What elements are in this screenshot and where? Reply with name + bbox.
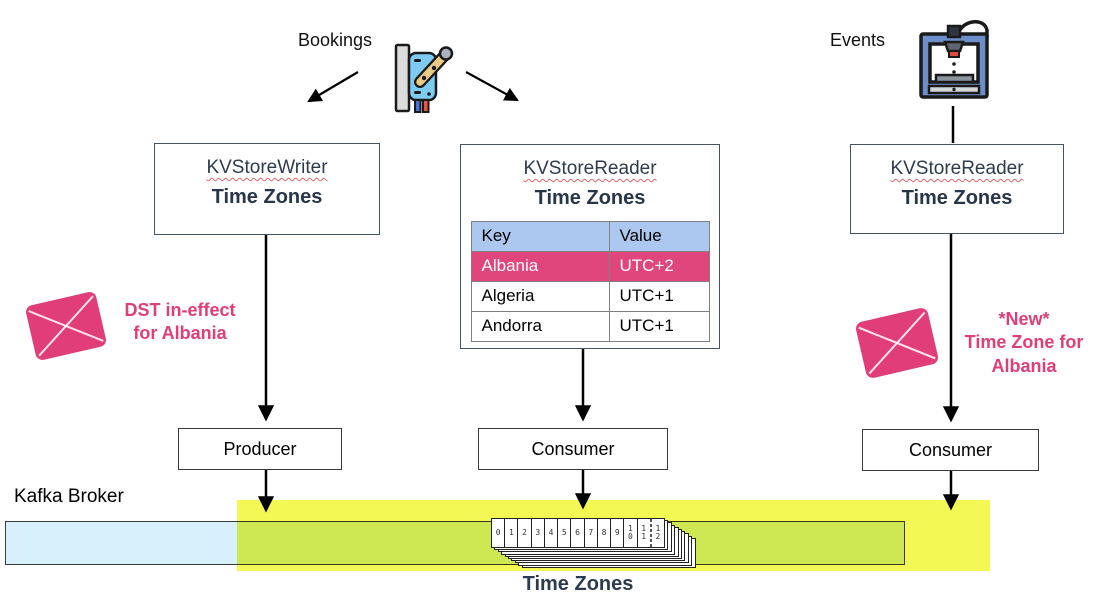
- table-row: Andorra UTC+1: [470, 310, 710, 342]
- table-cell-value: UTC+2: [608, 250, 710, 282]
- events-label: Events: [830, 30, 886, 50]
- partition-cell: 2: [518, 519, 532, 547]
- partition-cell: 0: [492, 519, 506, 547]
- arrow-bookings-to-writer: [307, 71, 359, 103]
- new-timezone-line3: Albania: [991, 355, 1057, 376]
- new-timezone-message-text: *New* Time Zone for Albania: [952, 308, 1096, 378]
- partition-cell: 5: [558, 519, 572, 547]
- envelope-icon: [855, 308, 939, 378]
- arrow-bookings-to-reader: [465, 71, 519, 102]
- consumer-right-label: Consumer: [908, 439, 993, 460]
- booking-lever-icon: [394, 43, 454, 113]
- table-cell-key: Albania: [470, 250, 610, 282]
- consumer-mid-label: Consumer: [531, 438, 615, 459]
- partition-cell: 9: [611, 519, 625, 547]
- topic-name-label: Time Zones: [522, 573, 634, 595]
- dst-message-line1: DST in-effect: [124, 300, 236, 320]
- table-header-value: Value: [608, 220, 710, 252]
- partition-cell: 8: [598, 519, 612, 547]
- kvstore-writer-box: KVStoreWriter Time Zones: [154, 143, 380, 235]
- dst-message-line2: for Albania: [133, 323, 227, 344]
- dst-message-text: DST in-effect for Albania: [105, 299, 255, 346]
- kvstore-reader-right-box: KVStoreReader Time Zones: [850, 144, 1064, 234]
- kvstore-writer-title: KVStoreWriter: [206, 157, 328, 178]
- timezones-table: Key Value Albania UTC+2 Algeria UTC+1 An…: [470, 220, 710, 342]
- kvstore-writer-subtitle: Time Zones: [211, 185, 323, 208]
- kvstore-reader-mid-box: KVStoreReader Time Zones Key Value Alban…: [460, 144, 720, 349]
- kvstore-reader-right-title: KVStoreReader: [890, 158, 1024, 179]
- consumer-mid-box: Consumer: [478, 428, 668, 470]
- partition-cell: 4: [545, 519, 559, 547]
- kvstore-reader-mid-title: KVStoreReader: [523, 158, 657, 179]
- kvstore-reader-mid-subtitle: Time Zones: [534, 186, 646, 209]
- producer-box: Producer: [178, 428, 342, 470]
- table-cell-value: UTC+1: [608, 310, 710, 342]
- table-cell-key: Andorra: [470, 310, 610, 342]
- table-cell-value: UTC+1: [608, 280, 710, 312]
- new-timezone-line2: Time Zone for: [964, 332, 1084, 353]
- kvstore-reader-right-subtitle: Time Zones: [901, 186, 1013, 209]
- envelope-icon: [26, 292, 106, 360]
- consumer-right-box: Consumer: [862, 429, 1039, 471]
- partition-cell: 6: [571, 519, 585, 547]
- partition-cell: 1: [505, 519, 519, 547]
- new-timezone-line1: *New*: [998, 309, 1050, 329]
- table-row: Albania UTC+2: [470, 250, 710, 282]
- kafka-broker-label: Kafka Broker: [14, 486, 124, 507]
- table-header-key: Key: [470, 220, 610, 252]
- table-row: Algeria UTC+1: [470, 280, 710, 312]
- partition-cell: 7: [585, 519, 598, 547]
- table-header-row: Key Value: [470, 220, 710, 252]
- partition-cell: 3: [532, 519, 545, 547]
- bookings-label: Bookings: [298, 30, 373, 50]
- producer-label: Producer: [223, 438, 297, 459]
- table-cell-key: Algeria: [470, 280, 610, 312]
- printer-icon: [919, 20, 989, 99]
